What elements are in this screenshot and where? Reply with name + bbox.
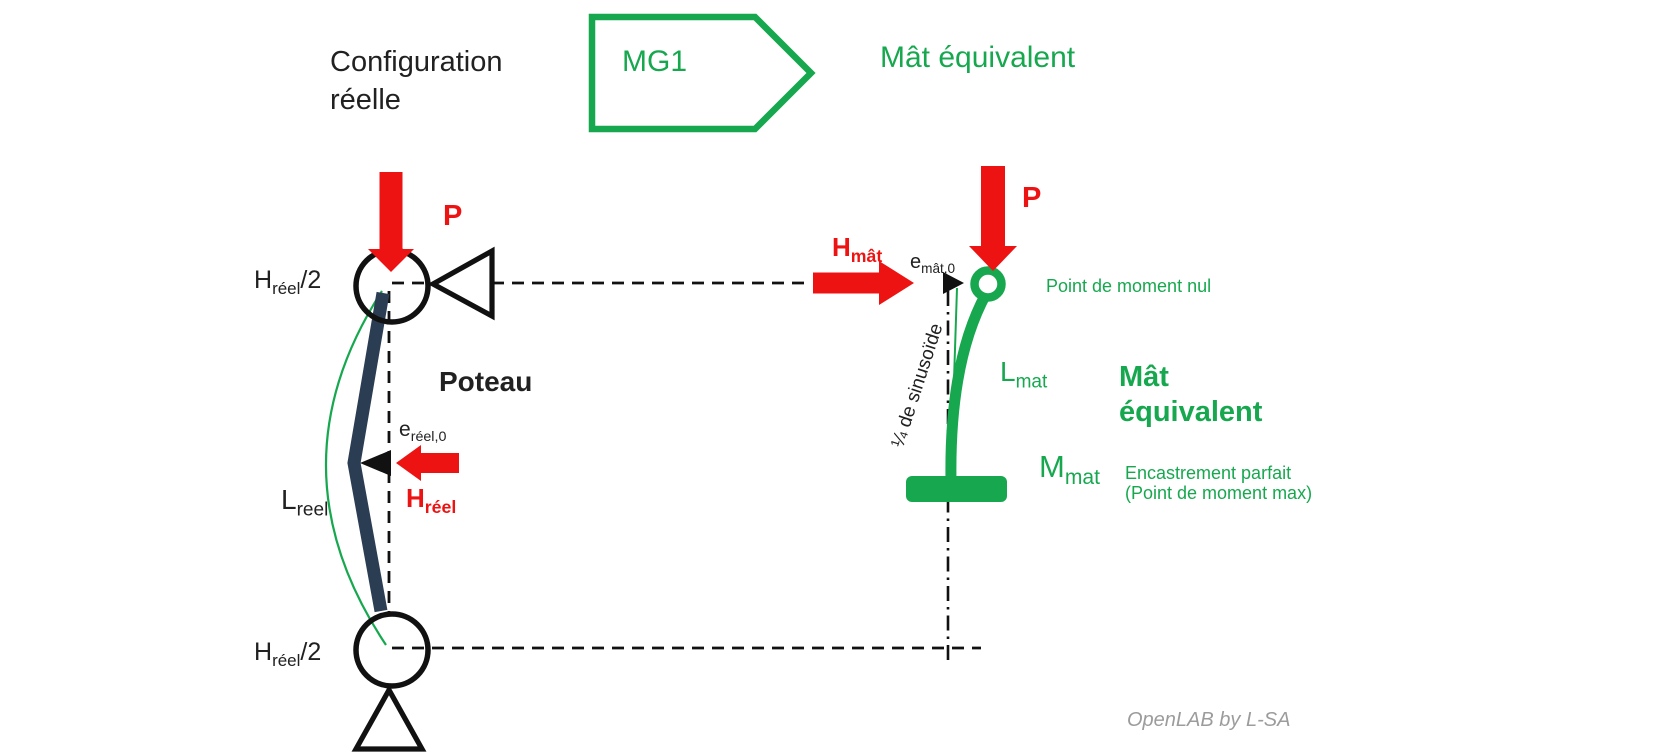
mg1-badge-label: MG1 (622, 45, 688, 78)
h-reel-half-top-label: Hréel/2 (254, 266, 322, 298)
bottom-hinge-circle (353, 611, 431, 689)
h-mat-force-label: Hmât (832, 232, 883, 267)
p-force-arrow-left (368, 172, 414, 272)
e-mat-offset-arrowhead (943, 272, 964, 294)
e-reel-offset-arrowhead (360, 450, 391, 476)
encastrement-note-line2: (Point de moment max) (1125, 483, 1313, 503)
p-force-arrow-right (969, 166, 1017, 271)
moment-nul-note: Point de moment nul (1046, 276, 1212, 296)
equivalent-mast-heading: Mât équivalent (1119, 360, 1262, 430)
p-force-label-right: P (1022, 182, 1042, 214)
equivalent-mast-heading-line2: équivalent (1119, 396, 1263, 428)
encastrement-note-line1: Encastrement parfait (1125, 463, 1292, 483)
config-title-line1: Configuration (330, 46, 503, 78)
mast-top-circle (970, 266, 1006, 302)
poteau-column-shape (347, 291, 390, 613)
m-mat-label: Mmat (1039, 449, 1100, 490)
e-mat-label: emât,0 (910, 251, 956, 276)
equivalent-mast-heading-line1: Mât (1119, 361, 1169, 393)
mast-curve-shape (945, 291, 991, 482)
config-title: Configuration réelle (330, 43, 503, 119)
equivalent-mast-title: Mât équivalent (880, 41, 1076, 74)
poteau-label: Poteau (439, 366, 533, 397)
mast-fixed-base (906, 476, 1007, 502)
h-mat-force-arrow (813, 261, 914, 305)
encastrement-note: Encastrement parfait (Point de moment ma… (1125, 463, 1312, 503)
top-roller-triangle (427, 246, 495, 321)
h-reel-half-bottom-label: Hréel/2 (254, 638, 322, 670)
bottom-support-triangle (351, 684, 427, 752)
l-mat-label: Lmat (1000, 356, 1048, 393)
l-reel-label: Lreel (281, 484, 329, 521)
reel-sinusoid-curve (324, 290, 387, 646)
mg1-pentagon-shape (588, 13, 816, 133)
e-reel-label: eréel,0 (399, 418, 447, 446)
p-force-label-left: P (443, 200, 463, 232)
watermark: OpenLAB by L-SA (1127, 709, 1291, 731)
config-title-line2: réelle (330, 84, 401, 116)
h-reel-force-label: Hréel (406, 483, 457, 518)
h-reel-force-arrow (396, 445, 459, 481)
